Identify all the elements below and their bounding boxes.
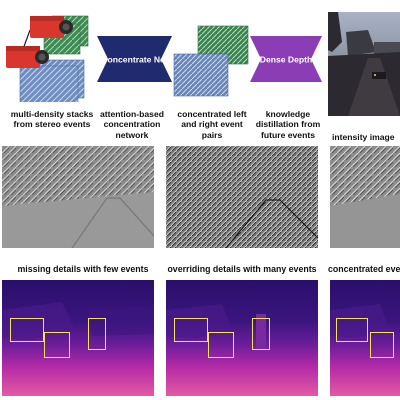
caption-intensity-image: intensity image <box>332 132 395 142</box>
highlight-box <box>44 332 70 358</box>
caption-knowledge-distillation: knowledge distillation from future event… <box>255 109 321 140</box>
caption-few-events: missing details with few events <box>17 264 149 274</box>
event-frame-concentrated <box>330 146 400 248</box>
event-frame-few <box>2 146 154 248</box>
dense-depth-block: Dense Depth <box>250 36 322 82</box>
caption-concentrated-events: concentrated events <box>328 264 400 274</box>
concentrate-net-label: Concentrate Net <box>101 55 168 65</box>
highlight-box <box>336 318 368 342</box>
event-stacks-illustration <box>6 15 89 102</box>
highlight-box <box>252 318 270 350</box>
caption-many-events: overriding details with many events <box>167 264 317 274</box>
highlight-box <box>208 332 234 358</box>
highlight-box <box>174 318 208 342</box>
caption-event-stacks: multi-density stacks from stereo events <box>10 109 94 130</box>
depth-map-concentrated <box>330 280 400 396</box>
depth-map-many <box>166 280 318 396</box>
event-camera-bottom <box>6 46 49 68</box>
intensity-image <box>328 12 400 116</box>
event-camera-top <box>30 16 73 38</box>
event-pairs-illustration <box>173 25 249 97</box>
caption-attention-network: attention-based concentration network <box>100 109 164 140</box>
caption-event-pairs: concentrated left and right event pairs <box>177 109 247 140</box>
depth-map-few <box>2 280 154 396</box>
highlight-box <box>10 318 44 342</box>
event-frame-many <box>166 146 318 248</box>
highlight-box <box>88 318 106 350</box>
concentrate-net-block: Concentrate Net <box>97 36 172 82</box>
dense-depth-label: Dense Depth <box>260 55 313 65</box>
highlight-box <box>370 332 394 358</box>
